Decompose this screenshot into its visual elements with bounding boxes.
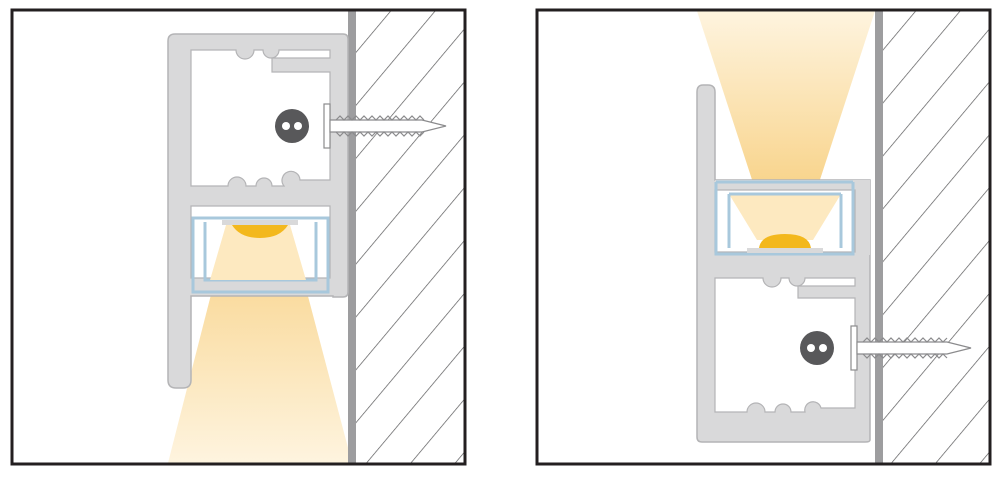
- panel-frame: [535, 8, 992, 466]
- wall-line: [348, 11, 356, 463]
- led-pcb: [222, 220, 298, 225]
- downlight-diagram: [0, 0, 480, 477]
- led-strip: [759, 234, 811, 248]
- light-beam-inner: [729, 194, 841, 240]
- screw-head: [800, 331, 834, 365]
- light-beam-inner: [210, 225, 306, 280]
- screw: [850, 325, 972, 371]
- led-strip: [232, 225, 288, 238]
- wall-hatch: [355, 11, 464, 463]
- led-pcb: [747, 248, 823, 253]
- screw-head: [275, 109, 309, 143]
- panel-frame: [10, 8, 467, 466]
- diffuser: [714, 182, 855, 256]
- screw: [323, 103, 447, 149]
- light-beam: [697, 11, 875, 195]
- diffuser: [191, 216, 330, 294]
- diffuser-inner: [716, 180, 853, 248]
- wall-hatch: [882, 11, 989, 463]
- uplight-diagram: [525, 0, 1003, 477]
- wall-line: [875, 11, 883, 463]
